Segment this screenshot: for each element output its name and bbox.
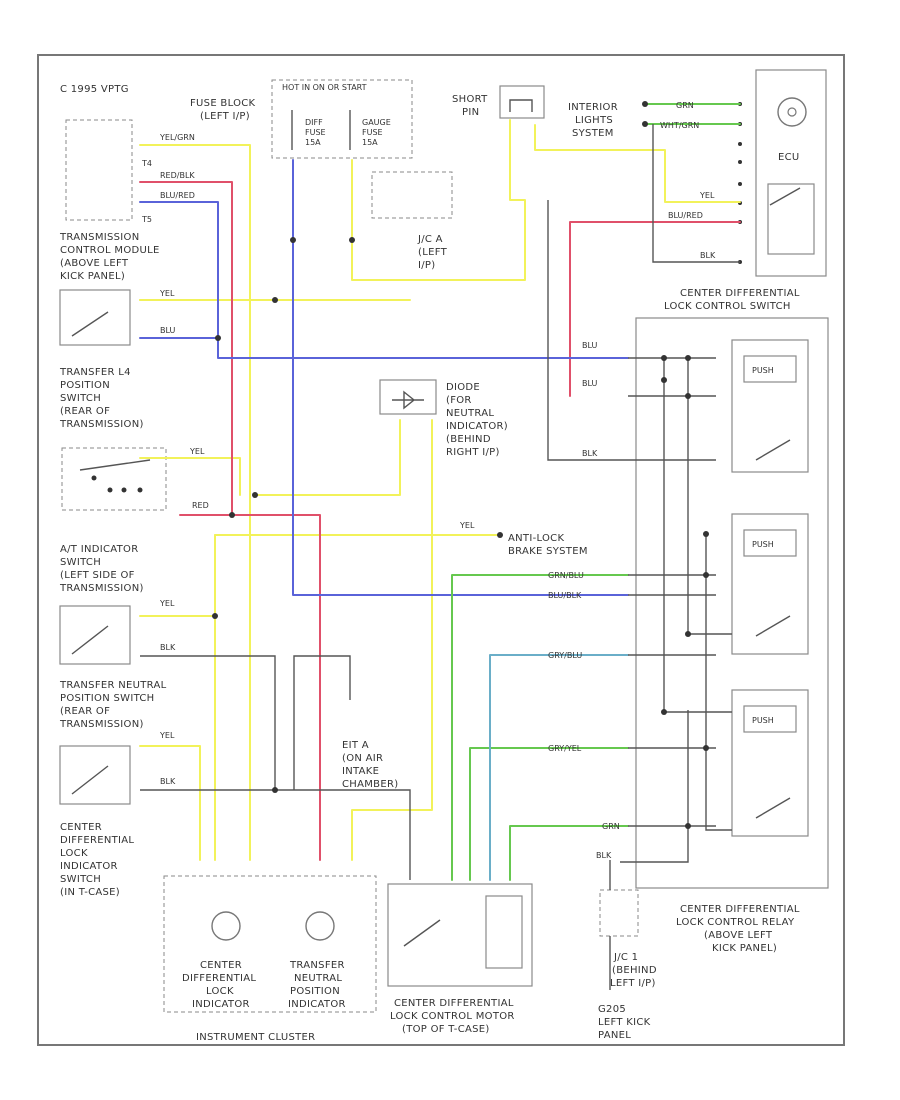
svg-text:RED/BLK: RED/BLK	[160, 171, 195, 180]
svg-text:YEL/GRN: YEL/GRN	[159, 133, 195, 142]
svg-text:PUSH: PUSH	[752, 366, 774, 375]
tcm-pin-t5: T5	[141, 215, 152, 224]
fuse-block-box	[271, 79, 413, 159]
svg-text:YEL: YEL	[159, 289, 175, 298]
diode-box	[379, 379, 437, 415]
at-indicator-switch-box	[61, 447, 167, 511]
ecu-inner-box	[767, 183, 815, 255]
jc-a-label: J/C A (LEFT I/P)	[417, 234, 450, 271]
cdl-switch-2[interactable]: PUSH	[731, 513, 809, 655]
svg-text:BLU: BLU	[160, 326, 176, 335]
ground-label: G205 LEFT KICK PANEL	[598, 1004, 654, 1041]
motor-inner-box	[485, 895, 523, 969]
teal-wire	[489, 654, 629, 881]
copyright-label: C 1995 VPTG	[60, 84, 129, 95]
svg-text:GRN: GRN	[602, 822, 620, 831]
svg-text:WHT/GRN: WHT/GRN	[660, 121, 699, 130]
cdl-switch-3[interactable]: PUSH	[731, 689, 809, 837]
svg-text:BLK: BLK	[700, 251, 716, 260]
diode-label: DIODE (FOR NEUTRAL INDICATOR) (BEHIND RI…	[446, 382, 511, 458]
transfer-neutral-switch-box	[59, 605, 131, 665]
svg-text:GRY/YEL: GRY/YEL	[548, 744, 582, 753]
svg-text:BLK: BLK	[582, 449, 598, 458]
svg-text:GRY/BLU: GRY/BLU	[548, 651, 582, 660]
svg-text:GRN/BLU: GRN/BLU	[548, 571, 584, 580]
ecu-switch	[769, 187, 801, 206]
cluster-right-label: TRANSFER NEUTRAL POSITION INDICATOR	[288, 960, 348, 1010]
svg-text:BLU: BLU	[582, 341, 598, 350]
cdl-switch-frame	[635, 317, 829, 889]
diode-symbol	[392, 390, 424, 410]
svg-text:BLK: BLK	[160, 643, 176, 652]
center-diff-indicator-switch-label: CENTER DIFFERENTIAL LOCK INDICATOR SWITC…	[60, 822, 138, 898]
junction-label: EIT A (ON AIR INTAKE CHAMBER)	[342, 740, 398, 790]
cdl-relay-label: CENTER DIFFERENTIAL LOCK CONTROL RELAY (…	[676, 904, 803, 954]
tcm-box	[65, 119, 133, 221]
tcm-pin-t4: T4	[141, 159, 152, 168]
svg-text:BLU/RED: BLU/RED	[160, 191, 195, 200]
svg-text:BLK: BLK	[160, 777, 176, 786]
svg-text:YEL: YEL	[189, 447, 205, 456]
center-diff-lock-indicator-icon	[211, 911, 241, 941]
red-wires	[139, 181, 741, 861]
cdl-switch-1[interactable]: PUSH	[731, 339, 809, 473]
center-diff-indicator-switch-box	[59, 745, 131, 805]
junction-dots	[212, 101, 709, 829]
ecu-label: ECU	[778, 152, 800, 163]
antilock-label: ANTI-LOCK BRAKE SYSTEM	[508, 533, 588, 557]
ecu-pins	[738, 102, 742, 264]
transfer-l4-switch	[71, 311, 109, 337]
svg-text:YEL: YEL	[159, 731, 175, 740]
yellow-wires	[139, 119, 741, 861]
svg-text:BLK: BLK	[596, 851, 612, 860]
short-pin-bracket	[509, 99, 533, 112]
ecu-box	[755, 69, 827, 277]
jc1-box	[599, 889, 639, 937]
green-wires	[451, 103, 741, 881]
svg-text:PUSH: PUSH	[752, 716, 774, 725]
interior-lights-label: INTERIOR LIGHTS SYSTEM	[568, 102, 621, 139]
jc1-label: J/C 1 (BEHIND LEFT I/P)	[610, 952, 660, 989]
cdl-switch-label: CENTER DIFFERENTIAL LOCK CONTROL SWITCH	[664, 288, 803, 312]
instrument-cluster-box	[163, 875, 377, 1013]
transfer-l4-label: TRANSFER L4 POSITION SWITCH (REAR OF TRA…	[59, 367, 144, 430]
short-pin-box	[499, 85, 545, 119]
at-indicator-label: A/T INDICATOR SWITCH (LEFT SIDE OF TRANS…	[59, 544, 144, 594]
hot-label: HOT IN ON OR START	[282, 83, 367, 92]
svg-text:BLU/BLK: BLU/BLK	[548, 591, 582, 600]
short-pin-label: SHORT PIN	[452, 94, 491, 118]
jc-a-box	[371, 171, 453, 219]
svg-text:YEL: YEL	[459, 521, 475, 530]
svg-text:BLU/RED: BLU/RED	[668, 211, 703, 220]
svg-text:YEL: YEL	[699, 191, 715, 200]
gauge-fuse-label: GAUGE FUSE 15A	[362, 118, 393, 147]
svg-text:GRN: GRN	[676, 101, 694, 110]
motor-box	[387, 883, 533, 987]
diff-fuse-label: DIFF FUSE 15A	[305, 118, 328, 147]
svg-text:BLU: BLU	[582, 379, 598, 388]
tcm-label: TRANSMISSION CONTROL MODULE (ABOVE LEFT …	[59, 232, 163, 282]
wire-labels: YEL/GRN RED/BLK BLU/RED YEL BLU YEL RED …	[159, 101, 716, 860]
diagram-frame	[37, 54, 845, 1046]
blue-wires	[139, 159, 629, 596]
svg-text:RED: RED	[192, 501, 209, 510]
transfer-neutral-label: TRANSFER NEUTRAL POSITION SWITCH (REAR O…	[59, 680, 170, 730]
cluster-left-label: CENTER DIFFERENTIAL LOCK INDICATOR	[182, 960, 260, 1010]
transfer-neutral-indicator-icon	[305, 911, 335, 941]
fuse-block-label: FUSE BLOCK (LEFT I/P)	[190, 98, 259, 122]
svg-text:YEL: YEL	[159, 599, 175, 608]
ecu-lamp-icon	[777, 97, 807, 127]
transfer-l4-switch-box	[59, 289, 131, 346]
svg-text:PUSH: PUSH	[752, 540, 774, 549]
motor-label: CENTER DIFFERENTIAL LOCK CONTROL MOTOR (…	[390, 998, 518, 1035]
instrument-cluster-label: INSTRUMENT CLUSTER	[196, 1032, 315, 1043]
